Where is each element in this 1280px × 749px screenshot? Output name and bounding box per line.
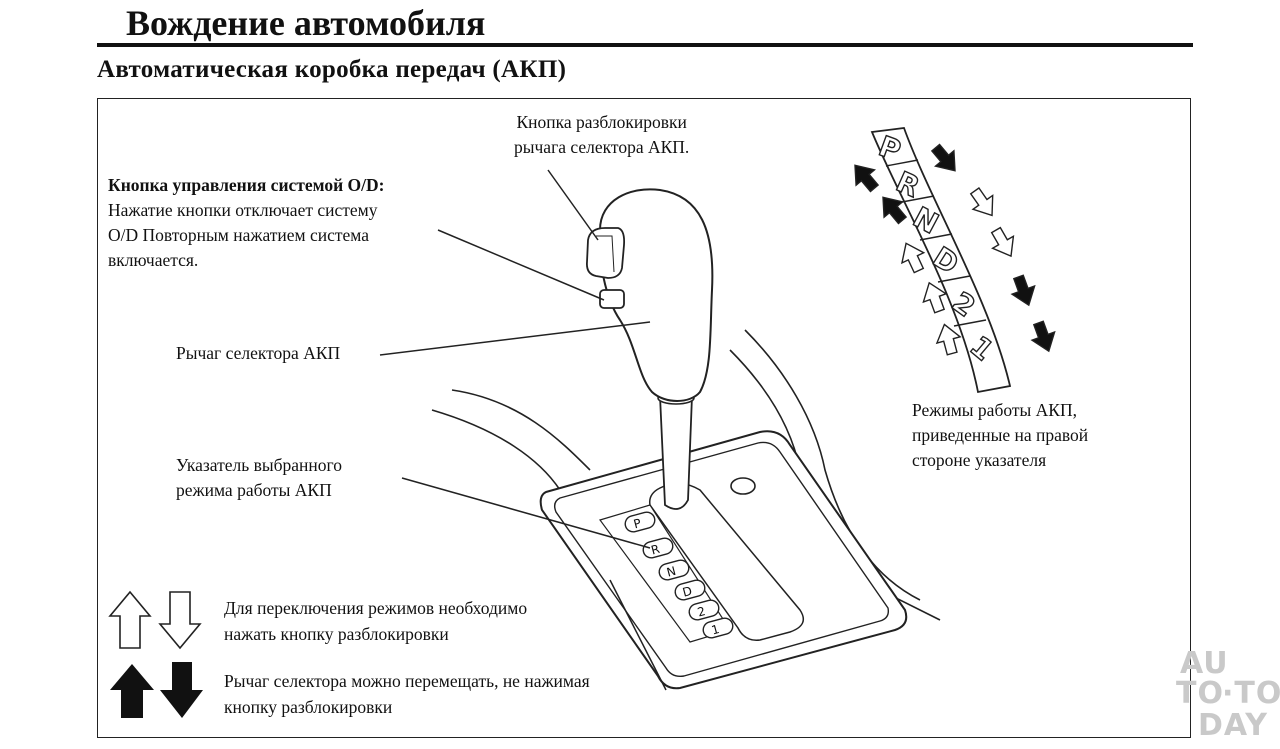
legend-outline-line2: нажать кнопку разблокировки (224, 624, 449, 644)
gate-indicator-R: R (642, 537, 674, 559)
lever-shaft (659, 395, 693, 510)
arrow-up-solid-icon (882, 196, 908, 225)
section-title: Автоматическая коробка передач (АКП) (97, 56, 567, 83)
gear-strip-label-P: P (875, 129, 906, 167)
svg-text:D: D (681, 584, 694, 600)
callout-unlock-button: Кнопка разблокировки рычага селектора АК… (514, 110, 689, 160)
page-title: Вождение автомобиля (126, 3, 486, 43)
callout-indicator: Указатель выбранного режима работы АКП (176, 453, 342, 503)
arrow-down-outline-icon (969, 187, 994, 217)
callout-modes-line1: Режимы работы АКП, (912, 400, 1077, 420)
gear-strip-divider (901, 195, 935, 203)
svg-text:P: P (632, 516, 643, 531)
arrow-down-solid-icon (930, 143, 956, 172)
callout-indicator-line2: режима работы АКП (176, 480, 332, 500)
svg-text:1: 1 (710, 622, 721, 638)
title-rule (97, 43, 1193, 47)
watermark-day: DAY (1198, 708, 1268, 743)
arrow-down-solid-icon (1030, 320, 1056, 353)
callout-od-line2: O/D Повторным нажатием система (108, 225, 370, 245)
gate-indicator-P: P (624, 511, 656, 533)
callout-unlock-line2: рычага селектора АКП. (514, 137, 690, 157)
arrow-down-outline-icon (158, 591, 202, 650)
legend-solid-line2: кнопку разблокировки (224, 697, 393, 717)
leader-legend (609, 579, 667, 691)
gate-indicator-D: D (674, 579, 706, 601)
lever-knob (598, 188, 714, 402)
gear-strip-divider (919, 233, 953, 241)
callout-modes: Режимы работы АКП, приведенные на правой… (912, 398, 1088, 473)
illustration-frame (97, 98, 1191, 738)
gear-strip-divider (937, 275, 971, 283)
callout-unlock-line1: Кнопка разблокировки (516, 112, 687, 132)
callout-od-line1: Нажатие кнопки отключает систему (108, 200, 378, 220)
arrow-up-outline-icon (900, 242, 926, 274)
watermark-au: AU (1180, 646, 1229, 681)
gear-strip-divider (953, 319, 987, 327)
gate-indicator-1: 1 (702, 617, 734, 639)
arrow-down-solid-icon (160, 662, 203, 718)
callout-lever: Рычаг селектора АКП (176, 343, 341, 363)
leader-od (437, 229, 605, 301)
arrow-up-solid-icon (854, 164, 880, 193)
arrow-up-solid-icon (110, 664, 154, 718)
leader-lever (379, 321, 651, 356)
callout-od-heading: Кнопка управления системой O/D: (108, 175, 385, 195)
legend-outline-arrows (108, 590, 202, 650)
callout-indicator-line1: Указатель выбранного (176, 455, 343, 475)
legend-solid-arrows (110, 662, 203, 718)
leader-unlock (547, 169, 599, 241)
callout-od-button: Кнопка управления системой O/D: Нажатие … (108, 173, 385, 273)
watermark-to1: TO (1176, 676, 1224, 711)
gate-slot (648, 482, 805, 641)
gate-indicator-N: N (658, 559, 690, 581)
od-button[interactable] (599, 289, 625, 309)
leader-indicator (401, 477, 651, 549)
arrow-up-outline-icon (935, 323, 962, 356)
unlock-button[interactable] (586, 227, 626, 279)
svg-text:R: R (650, 542, 662, 558)
gear-strip-divider (885, 159, 919, 167)
gate-indicator-2: 2 (688, 599, 720, 621)
legend-outline-line1: Для переключения режимов необходимо (224, 598, 528, 618)
callout-modes-line3: стороне указателя (912, 450, 1047, 470)
callout-modes-line2: приведенные на правой (912, 425, 1089, 445)
gear-strip-outline (870, 127, 1012, 394)
arrow-down-outline-icon (990, 226, 1015, 258)
legend-solid-line1: Рычаг селектора можно перемещать, не наж… (224, 671, 590, 691)
watermark-to2: ·TO (1222, 676, 1280, 711)
svg-text:N: N (665, 564, 677, 580)
console-screw (730, 477, 756, 495)
arrow-up-outline-icon (922, 281, 948, 314)
svg-text:2: 2 (696, 604, 707, 620)
arrow-down-solid-icon (1010, 274, 1036, 307)
callout-od-line3: включается. (108, 250, 199, 270)
legend-outline-text: Для переключения режимов необходимо нажа… (224, 595, 527, 647)
arrow-up-outline-icon (108, 590, 152, 649)
legend-solid-text: Рычаг селектора можно перемещать, не наж… (224, 668, 590, 720)
